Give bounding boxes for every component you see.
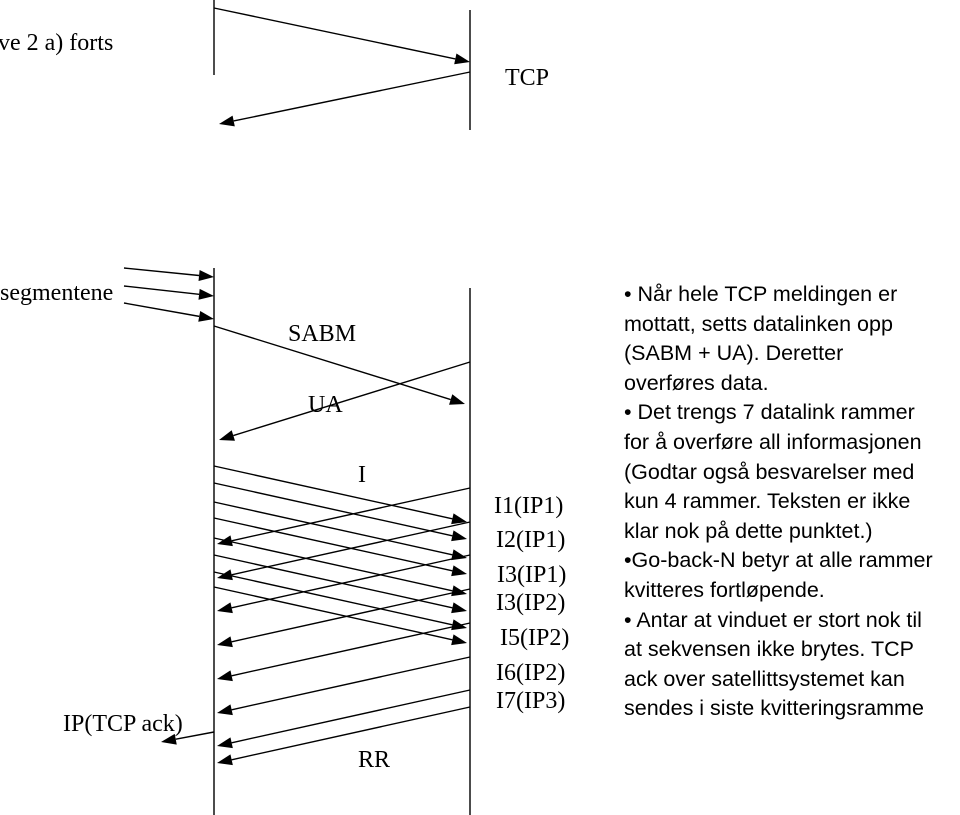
segment-arrow [123,302,200,318]
i-frame-arrow [213,517,453,572]
ip-tcp-ack-arrow [175,731,215,740]
i-frame-arrow-head [451,565,467,577]
rr-arrow-head [217,636,233,648]
rr-arrow-head [217,754,233,766]
tcp-arrow-left-head [219,115,235,127]
notes-panel: • Når hele TCP meldingen er mottatt, set… [624,280,960,724]
rr-arrow [231,554,471,609]
note-line: • Det trengs 7 datalink rammer [624,400,915,425]
note-line: • Når hele TCP meldingen er [624,282,898,306]
ua-label: UA [308,392,343,418]
note-line: kvitteres fortløpende. [624,577,825,602]
note-line: ack over satellittsystemet kan [624,666,905,691]
i-frame-arrow [213,554,453,609]
i-frame-arrow-head [451,634,467,646]
segment-arrow-head [198,288,214,300]
rr-arrow [231,487,471,542]
frame-label: I1(IP1) [494,493,564,519]
frame-label: I5(IP2) [500,625,570,651]
rr-label: RR [358,747,391,773]
segment-arrow-head [198,310,214,322]
i-frame-label: I [358,462,366,488]
rr-arrow [231,706,471,761]
tcp-arrow-right [213,7,456,60]
frame-label: I6(IP2) [496,660,566,686]
rr-arrow [231,521,471,576]
tcp-arrow-right-head [454,53,470,65]
tcp-arrow-left [233,71,471,122]
i-frame-arrow-head [451,549,467,561]
i-frame-arrow-head [451,602,467,614]
frame-label: I2(IP1) [496,527,566,553]
rr-arrow [231,689,471,744]
tcp-label: TCP [505,65,550,91]
segment-arrow [123,267,200,277]
note-line: sendes i siste kvitteringsramme [624,696,924,721]
rr-arrow [231,656,471,711]
i-frame-arrow-head [451,513,467,525]
note-line: overføres data. [624,370,769,395]
note-line: (Godtar også besvarelser med [624,459,915,484]
i-frame-arrow [213,537,453,592]
frame-label: I7(IP3) [496,688,566,714]
rr-arrow-head [217,737,233,749]
i-frame-arrow [213,586,453,641]
rr-arrow-head [217,704,233,716]
ua-arrow [233,361,471,437]
note-line: mottatt, setts datalinken opp [624,311,893,336]
sabm-arrow [213,325,451,401]
sabm-arrow-head [449,394,465,405]
note-line: for å overføre all informasjonen [624,429,922,454]
i-frame-arrow [213,465,453,520]
i-frame-arrow [213,571,453,626]
note-line: kun 4 rammer. Teksten er ikke [624,489,911,514]
i-frame-arrow [213,501,453,556]
note-line: • Antar at vinduet er stort nok til [624,607,922,632]
i-frame-arrow [213,482,453,537]
frame-label: I3(IP2) [496,590,566,616]
rr-arrow-head [217,535,233,547]
heading-fragment: ve 2 a) forts [0,30,114,56]
segment-arrow-head [198,270,214,281]
i-frame-arrow-head [451,530,467,542]
ip-tcp-ack-label: IP(TCP ack) [63,711,183,737]
note-line: klar nok på dette punktet.) [624,518,873,543]
frame-label: I3(IP1) [497,562,567,588]
rr-arrow-head [217,602,233,614]
note-line: (SABM + UA). Deretter [624,341,844,366]
sabm-label: SABM [288,321,357,347]
rr-arrow [231,622,471,677]
ua-arrow-head [219,430,235,441]
ip-tcp-ack-arrow-head [161,733,177,745]
rr-arrow-head [217,569,233,581]
note-line: •Go-back-N betyr at alle rammer [624,548,933,573]
segment-arrow [123,285,200,296]
rr-arrow-head [217,670,233,682]
note-line: at sekvensen ikke brytes. TCP [624,637,914,662]
segmentene-label: segmentene [0,280,114,306]
rr-arrow [231,588,471,643]
